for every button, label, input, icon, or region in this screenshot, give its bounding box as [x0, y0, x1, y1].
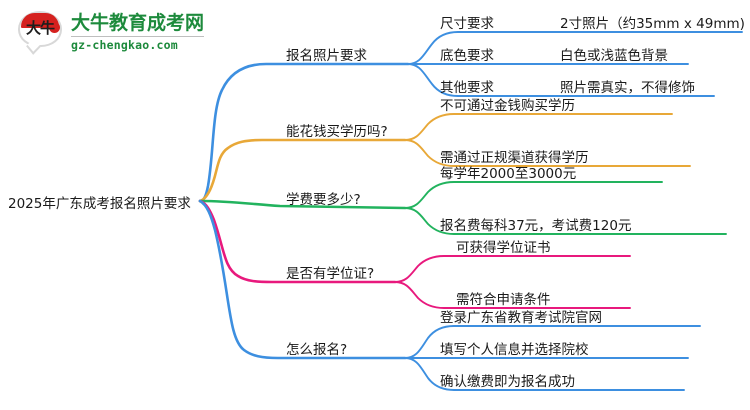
branch5-child-label-2: 填写个人信息并选择院校 — [440, 342, 589, 358]
site-logo: 大牛 大牛教育成考网 gz-chengkao.com — [18, 10, 205, 54]
branch2-child-line-1 — [404, 113, 673, 141]
branch1-child-label-3: 其他要求 — [440, 80, 494, 96]
branch-line-5 — [198, 199, 407, 360]
branch4-child-label-2: 需符合申请条件 — [456, 292, 551, 308]
branch1-child-label-1: 尺寸要求 — [440, 16, 494, 32]
branch-line-3 — [198, 199, 407, 210]
logo-name: 大牛教育成考网 — [71, 11, 205, 34]
branch-label-4: 是否有学位证? — [286, 266, 375, 282]
branch1-child-line-3 — [407, 63, 715, 97]
branch3-child-label-1: 每学年2000至3000元 — [440, 166, 577, 182]
logo-divider — [71, 35, 205, 37]
branch5-child-label-1: 登录广东省教育考试院官网 — [440, 310, 602, 326]
branch4-child-line-1 — [394, 255, 631, 283]
branch5-child-label-3: 确认缴费即为报名成功 — [440, 374, 575, 390]
mindmap-root-label: 2025年广东成考报名照片要求 — [8, 196, 191, 212]
branch3-child-line-2 — [404, 207, 727, 235]
logo-mark-icon: 大牛 — [18, 10, 64, 54]
branch3-child-label-2: 报名费每科37元，考试费120元 — [440, 218, 632, 234]
branch1-child-detail-1: 2寸照片（约35mm x 49mm) — [560, 16, 745, 32]
branch-label-1: 报名照片要求 — [286, 48, 367, 64]
branch5-child-line-3 — [404, 357, 685, 391]
branch-label-5: 怎么报名? — [286, 342, 348, 358]
branch1-child-label-2: 底色要求 — [440, 48, 494, 64]
branch-line-2 — [198, 138, 407, 203]
branch1-child-line-1 — [407, 31, 743, 65]
branch2-child-line-2 — [404, 139, 691, 167]
branch2-child-label-2: 需通过正规渠道获得学历 — [440, 150, 589, 166]
branch-label-3: 学费要多少? — [286, 192, 361, 208]
branch5-child-line-1 — [404, 325, 701, 359]
branch-label-2: 能花钱买学历吗? — [286, 124, 388, 140]
branch4-child-line-2 — [394, 281, 631, 309]
logo-url: gz-chengkao.com — [71, 37, 178, 52]
logo-mark-text: 大牛 — [25, 19, 55, 37]
branch2-child-label-1: 不可通过金钱购买学历 — [440, 98, 575, 114]
branch1-child-detail-3: 照片需真实，不得修饰 — [560, 80, 695, 96]
branch3-child-line-1 — [404, 181, 663, 209]
branch4-child-label-1: 可获得学位证书 — [456, 240, 551, 256]
branch1-child-detail-2: 白色或浅蓝色背景 — [560, 48, 668, 64]
